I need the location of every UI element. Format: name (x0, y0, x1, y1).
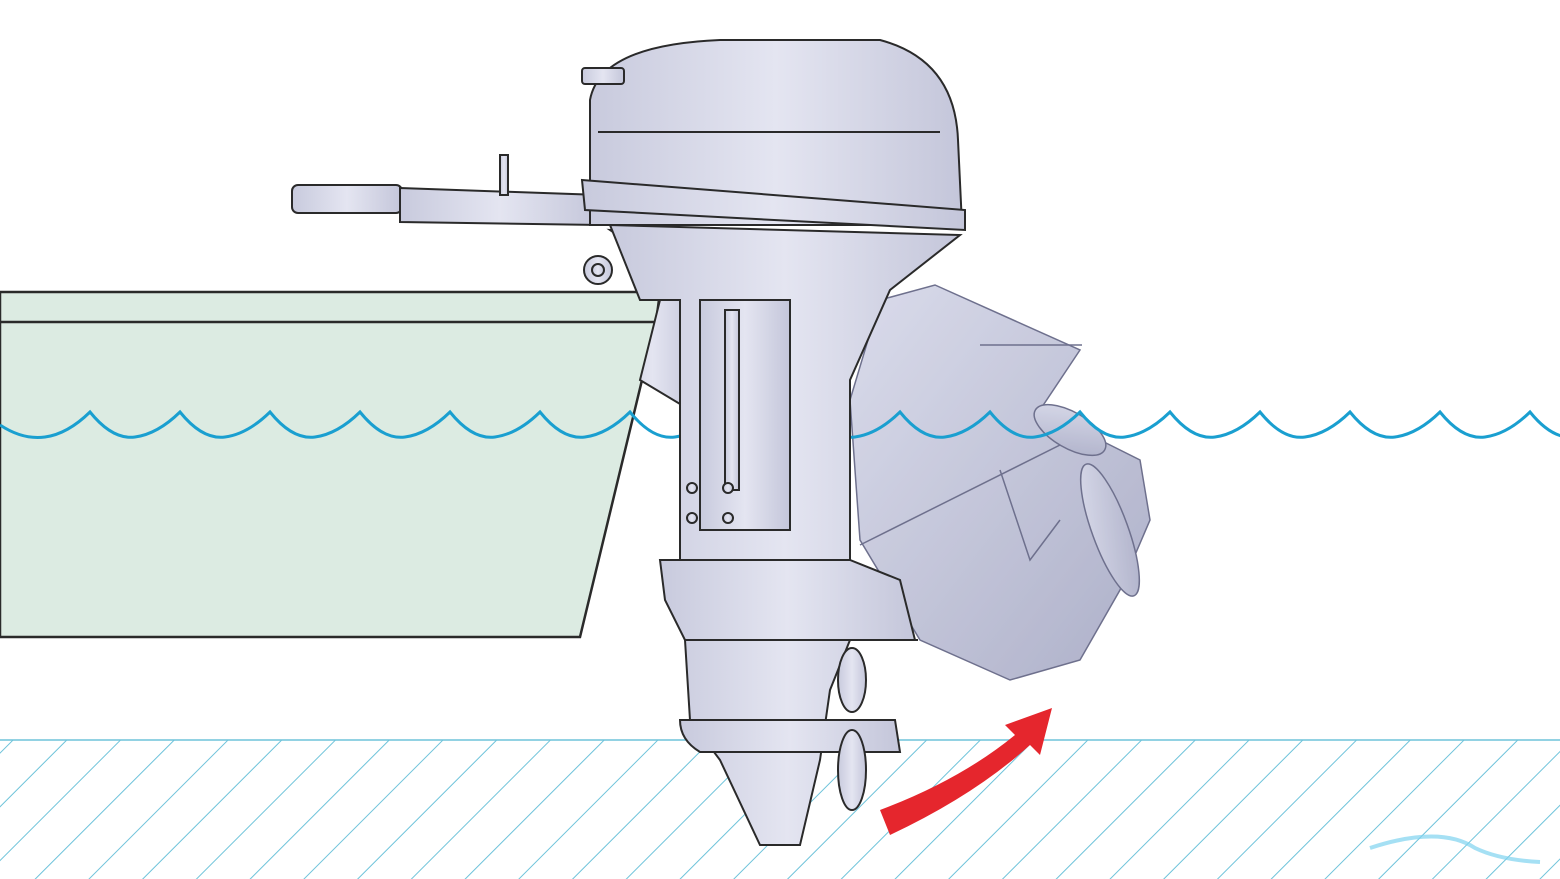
outboard-motor (291, 39, 966, 846)
boat-hull (0, 290, 662, 639)
watermark-logo (1369, 834, 1541, 864)
tilt-direction-arrow-icon (880, 708, 1052, 835)
